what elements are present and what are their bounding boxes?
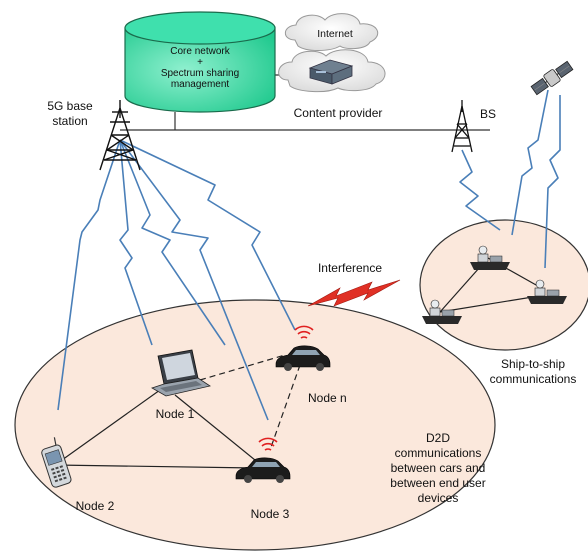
satellite-icon	[530, 60, 574, 96]
d2d-label-3: between cars and	[391, 461, 486, 475]
5g-base-label-1: 5G base	[47, 99, 93, 113]
signal-icon	[258, 437, 278, 451]
wireless-links	[57, 89, 561, 421]
signal-icon	[294, 325, 314, 339]
ship-icon	[470, 245, 510, 270]
node3-label: Node 3	[251, 507, 290, 521]
ship-area	[419, 219, 588, 351]
core-label-1: Core network	[170, 46, 230, 57]
noden-label: Node n	[308, 391, 347, 405]
core-label-4: management	[171, 79, 230, 90]
server-icon	[308, 59, 354, 85]
content-provider-cloud	[278, 49, 386, 93]
ship-label-2: communications	[490, 372, 577, 386]
core-network-cylinder: Core network + Spectrum sharing manageme…	[124, 11, 276, 113]
core-label-3: Spectrum sharing	[161, 68, 239, 79]
node1-label: Node 1	[156, 407, 195, 421]
internet-label: Internet	[317, 28, 353, 40]
car-icon	[235, 457, 291, 483]
core-label-2: +	[197, 57, 203, 68]
bs-tower-icon	[451, 100, 473, 153]
d2d-area	[14, 299, 496, 551]
ship-icon	[527, 279, 567, 304]
interference-bolt-icon	[307, 279, 401, 307]
laptop-icon	[151, 349, 211, 397]
internet-cloud: Internet	[284, 13, 379, 51]
content-provider-label: Content provider	[294, 106, 383, 120]
d2d-label-4: between end user	[390, 476, 485, 490]
d2d-label-5: devices	[418, 491, 459, 505]
ship-label-1: Ship-to-ship	[501, 357, 565, 371]
d2d-links	[54, 354, 301, 469]
d2d-label-1: D2D	[426, 431, 450, 445]
5g-tower-icon	[99, 100, 141, 171]
phone-icon	[41, 437, 72, 488]
interference-label: Interference	[318, 261, 382, 275]
ship-icon	[422, 299, 462, 324]
bs-label: BS	[480, 107, 496, 121]
5g-base-label-2: station	[52, 114, 87, 128]
car-icon	[275, 345, 331, 371]
node2-label: Node 2	[76, 499, 115, 513]
d2d-label-2: communications	[395, 446, 482, 460]
